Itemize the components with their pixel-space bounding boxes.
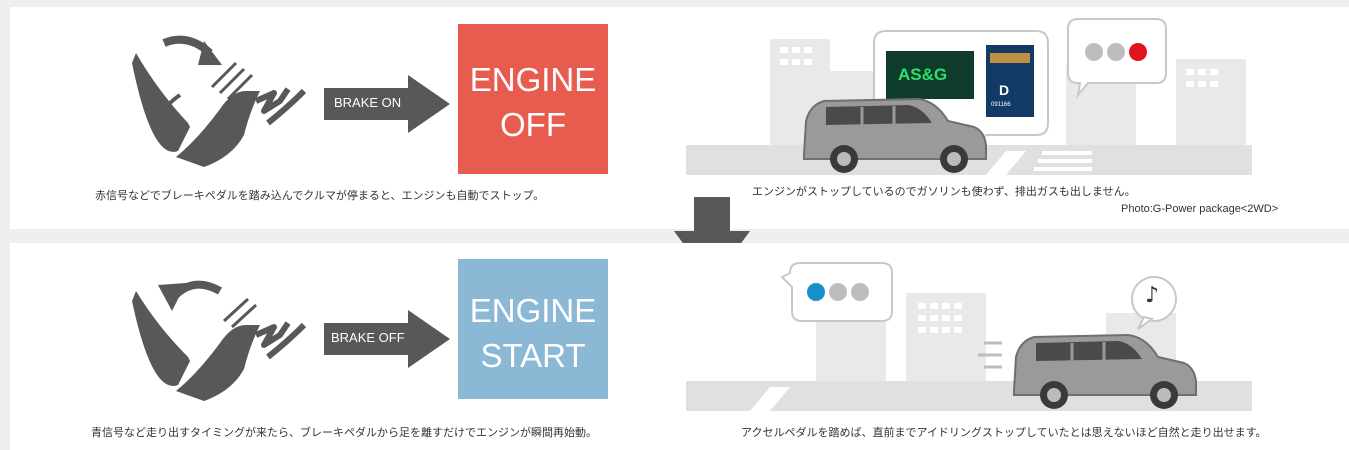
as-g-screen-text: AS&G (898, 65, 948, 84)
brake-off-caption-left: 青信号など走り出すタイミングが来たら、ブレーキペダルから足を離すだけでエンジンが… (91, 426, 597, 439)
foot-press-pedal-icon (132, 35, 307, 167)
brake-off-label: BRAKE OFF (331, 330, 405, 345)
engine-start-box: ENGINE START (458, 259, 608, 399)
engine-start-line2: START (480, 336, 586, 374)
brake-off-panel: BRAKE OFF ENGINE START 青信号など走り出すタイミングが来た… (10, 243, 1349, 450)
transition-down-arrow-icon (674, 197, 750, 283)
engine-off-line1: ENGINE (469, 61, 597, 98)
engine-off-line2: OFF (500, 105, 566, 143)
odometer-text: 091166 (991, 102, 1011, 108)
stopped-car-scene (686, 18, 1252, 175)
gear-indicator-text: D (999, 82, 1010, 98)
brake-off-caption-right: アクセルペダルを踏めば、直前までアイドリングストップしていたとは思えないほど自然… (741, 426, 1267, 439)
engine-off-box: ENGINE OFF (458, 24, 608, 174)
photo-credit: Photo:G-Power package<2WD> (1121, 203, 1279, 215)
brake-on-panel: BRAKE ON ENGINE OFF 赤信号などでブレーキペダルを踏み込んでク… (10, 7, 1349, 229)
car-icon (803, 97, 987, 173)
engine-start-line1: ENGINE (469, 292, 597, 329)
brake-on-label: BRAKE ON (334, 95, 402, 110)
brake-off-arrow-icon (324, 310, 450, 368)
foot-release-pedal-icon (132, 280, 307, 401)
brake-on-arrow-icon (324, 75, 450, 133)
brake-on-caption-left: 赤信号などでブレーキペダルを踏み込んでクルマが停まると、エンジンも自動でストップ… (95, 189, 545, 202)
car-icon (1013, 333, 1197, 409)
brake-on-caption-right: エンジンがストップしているのでガソリンも使わず、排出ガスも出しません。 (752, 185, 1136, 198)
music-note-icon: ♪ (1145, 283, 1160, 308)
starting-car-scene (686, 262, 1252, 411)
